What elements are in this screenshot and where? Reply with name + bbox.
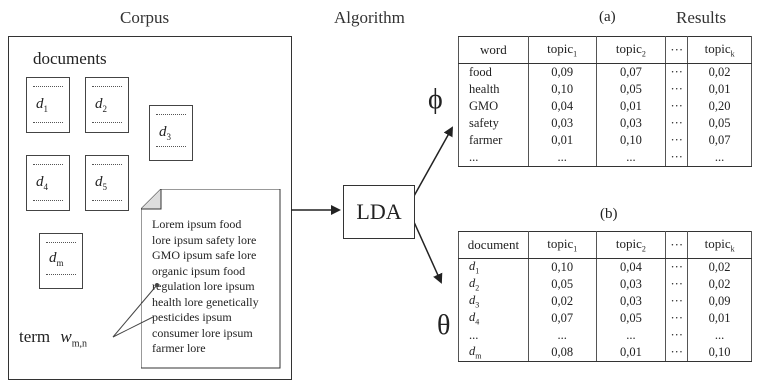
lda-to-theta-arrow [413,221,443,284]
document-label: dm [49,250,64,268]
phi-symbol: ϕ [428,84,443,115]
term-label: term wm,n [19,327,88,350]
document-icon: d4 [26,155,70,211]
table-row: .........···... [458,327,752,344]
header-cell: ··· [665,231,689,259]
theta-symbol: θ [437,310,451,341]
corpus-header: Corpus [120,8,170,27]
document-icon: d2 [85,77,129,133]
table-a-caption: (a) [599,9,616,25]
header-cell: topick [687,36,752,64]
header-cell: word [458,36,529,64]
lda-box: LDA [343,185,415,239]
document-icon: d5 [85,155,129,211]
header-cell: topic2 [595,36,667,64]
header-cell: topic1 [527,231,597,259]
expanded-document-shape [141,189,281,369]
lda-to-phi-arrow [413,126,453,197]
header-cell: ··· [665,36,689,64]
corpus-box: documents d1 d2 d3 d4 d5 dm Lorem ipsum … [8,36,292,380]
document-icon: d1 [26,77,70,133]
header-cell: topic1 [527,36,597,64]
table-b-caption: (b) [600,206,618,222]
term-pointer-lines [112,283,159,338]
lda-label: LDA [356,199,402,224]
header-cell: topic2 [595,231,667,259]
document-label: d4 [36,174,48,192]
document-text: Lorem ipsum food lore ipsum safety lore … [152,217,259,355]
documents-label: documents [33,49,107,68]
document-label: d2 [95,96,107,114]
table-row: .........···... [458,149,752,167]
document-icon: dm [39,233,83,289]
algorithm-header: Algorithm [334,8,405,27]
header-cell: document [458,231,529,259]
document-label: d1 [36,96,48,114]
document-label: d3 [159,124,171,142]
document-icon: d3 [149,105,193,161]
header-cell: topick [687,231,752,259]
document-label: d5 [95,174,107,192]
results-header: Results [676,8,727,27]
